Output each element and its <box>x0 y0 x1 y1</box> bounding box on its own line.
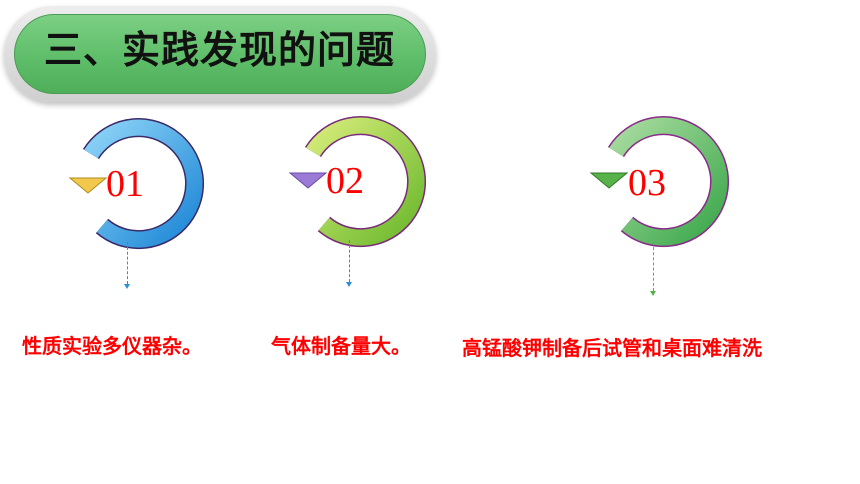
step-label-03: 高锰酸钾制备后试管和桌面难清洗 <box>462 336 762 360</box>
connector-line-01 <box>127 242 128 284</box>
step-number-02: 02 <box>326 160 364 202</box>
arrow-head-03 <box>650 291 656 296</box>
title-banner-inner <box>14 14 426 94</box>
step-label-01: 性质实验多仪器杂。 <box>22 334 202 358</box>
connector-line-03 <box>653 242 654 291</box>
arrow-head-01 <box>124 284 130 289</box>
step-label-02: 气体制备量大。 <box>271 334 411 358</box>
title-banner <box>4 6 436 102</box>
circular-arrow-icon-02 <box>288 116 427 248</box>
page-title: 三、实践发现的问题 <box>44 28 396 72</box>
arrow-head-02 <box>346 282 352 287</box>
circular-arrow-icon-01 <box>68 118 205 250</box>
circular-arrow-icon-03 <box>589 116 730 248</box>
step-number-03: 03 <box>628 162 666 204</box>
step-number-01: 01 <box>106 163 144 205</box>
connector-line-02 <box>349 240 350 282</box>
